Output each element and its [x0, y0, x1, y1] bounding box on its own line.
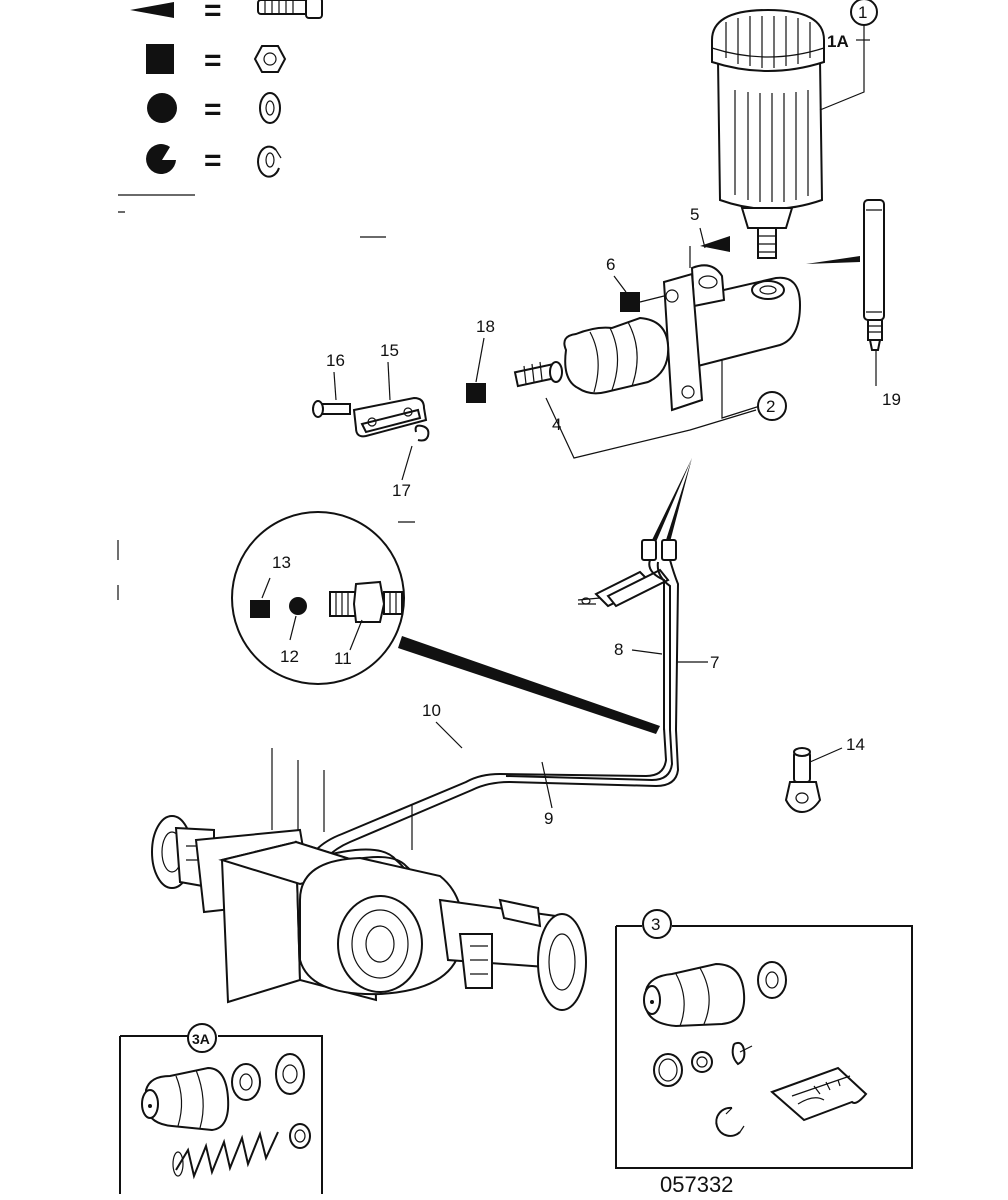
callout-6: 6	[606, 255, 615, 274]
legend-washer-icon	[259, 92, 281, 124]
legend-nut-icon	[253, 45, 287, 73]
callout-5-leader	[689, 227, 706, 268]
callout-8-leader	[631, 649, 663, 655]
part-11-union	[329, 580, 403, 651]
part-14-bleed-nipple	[784, 747, 843, 814]
callout-9: 9	[544, 809, 553, 828]
rear-axle-housing	[151, 748, 587, 1011]
callout-6-square	[620, 292, 640, 312]
detail-circle	[231, 511, 660, 734]
callout-9-leader	[541, 761, 553, 809]
scan-marks	[117, 194, 415, 600]
callout-5: 5	[690, 205, 699, 224]
callout-15: 15	[380, 341, 399, 360]
callout-14: 14	[846, 735, 865, 754]
legend-triangle-symbol	[130, 2, 174, 18]
callout-6-leader	[613, 275, 665, 303]
part-15-clevis	[352, 361, 428, 438]
master-cylinder	[513, 264, 802, 412]
callout-11: 11	[334, 649, 352, 668]
callout-19: 19	[882, 390, 901, 409]
callout-5-triangle	[700, 236, 730, 252]
legend-equals-4: =	[204, 144, 222, 177]
callout-12: 12	[280, 647, 299, 666]
callout-3: 3	[651, 915, 660, 934]
callout-16: 16	[326, 351, 345, 370]
legend-bolt-icon	[257, 0, 323, 19]
callout-1: 1	[858, 3, 867, 22]
part-16-clevis-pin	[312, 371, 351, 418]
callout-17: 17	[392, 481, 411, 500]
legend-equals-1: =	[204, 0, 222, 27]
callout-1-leader	[819, 0, 878, 111]
callout-18-square	[466, 383, 486, 403]
legend-circle-symbol	[147, 93, 177, 123]
callout-10-leader	[435, 721, 463, 749]
callout-13: 13	[272, 553, 291, 572]
legend-notched-circle-symbol	[146, 144, 176, 175]
callout-10: 10	[422, 701, 441, 720]
callout-1A: 1A	[827, 32, 849, 51]
legend-square-symbol	[146, 44, 174, 74]
callout-4: 4	[552, 415, 561, 434]
repair-kit-3	[615, 909, 913, 1169]
callout-7: 7	[710, 653, 719, 672]
legend-equals-3: =	[204, 93, 222, 126]
callout-3A: 3A	[192, 1031, 210, 1047]
callout-2: 2	[766, 397, 775, 416]
hydraulic-lines	[577, 458, 692, 731]
part-19-pin	[806, 199, 885, 386]
callout-2-bracket	[545, 360, 787, 459]
repair-kit-3A	[119, 1023, 323, 1194]
legend: = = = =	[130, 0, 323, 178]
callout-18-leader	[475, 337, 485, 383]
fluid-reservoir	[711, 8, 825, 259]
callout-18: 18	[476, 317, 495, 336]
callout-8: 8	[614, 640, 623, 659]
drawing-number: 057332	[660, 1172, 733, 1197]
legend-spring-washer-icon	[257, 145, 282, 178]
legend-equals-2: =	[204, 44, 222, 77]
part-17-clip	[401, 424, 430, 481]
